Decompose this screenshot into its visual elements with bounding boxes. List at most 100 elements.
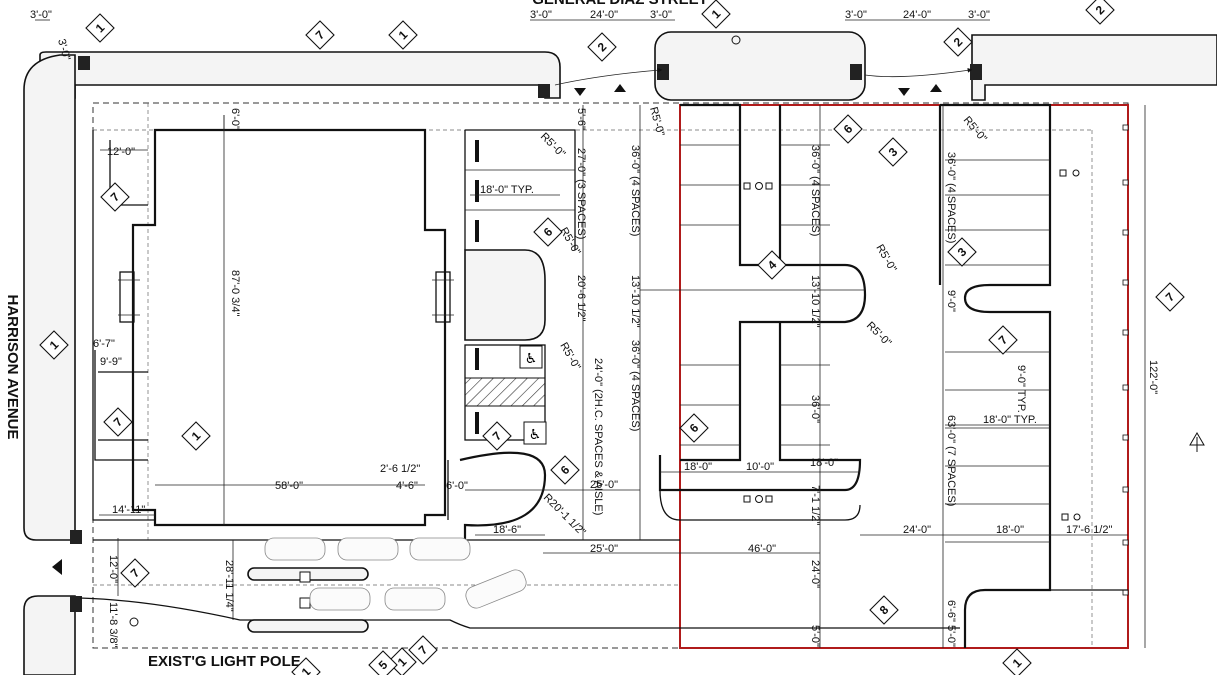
building-footprint [118, 115, 454, 527]
svg-text:3'-0": 3'-0" [968, 9, 990, 21]
svg-text:14'-11": 14'-11" [112, 504, 145, 516]
svg-text:9'-0" TYP.: 9'-0" TYP. [1015, 365, 1027, 413]
svg-text:R5'-0": R5'-0" [864, 320, 894, 350]
keynote-tag: 6 [533, 217, 563, 247]
svg-text:20'-6 1/2": 20'-6 1/2" [575, 275, 587, 321]
lot-boundary-red [679, 104, 1129, 649]
svg-text:36'-0": 36'-0" [809, 395, 821, 423]
svg-text:4'-6": 4'-6" [396, 480, 418, 492]
svg-text:87'-0 3/4": 87'-0 3/4" [229, 270, 241, 316]
keynote-tag: 8 [869, 595, 899, 625]
keynote-tag: 2 [1085, 0, 1115, 25]
svg-text:12'-0": 12'-0" [107, 555, 119, 583]
svg-text:5'-0": 5'-0" [809, 625, 821, 647]
keynote-tag: 4 [757, 250, 787, 280]
traffic-arrows [52, 84, 942, 575]
svg-text:9'-9": 9'-9" [100, 356, 122, 368]
svg-text:36'-0" (4 SPACES): 36'-0" (4 SPACES) [629, 340, 641, 431]
svg-text:36'-0" (4 SPACES): 36'-0" (4 SPACES) [809, 145, 821, 236]
accessible-parking-icon: ♿ [519, 345, 543, 369]
keynote-tag: 2 [943, 27, 973, 57]
street-label-general-diaz: GENERAL DIAZ STREET [532, 0, 708, 8]
north-sidewalk [39, 31, 1217, 101]
keynote-tag: 6 [550, 455, 580, 485]
svg-text:R5'-0": R5'-0" [538, 131, 568, 161]
keynote-tag: 7 [305, 20, 335, 50]
keynote-tag: 6 [679, 413, 709, 443]
svg-text:24'-0": 24'-0" [903, 9, 931, 21]
vehicle-outlines [264, 537, 527, 611]
svg-text:6'-0": 6'-0" [229, 108, 241, 130]
west-sidewalk [23, 54, 82, 675]
svg-text:♿: ♿ [525, 351, 538, 367]
svg-text:6'-7": 6'-7" [93, 338, 115, 350]
svg-text:9'-0": 9'-0" [945, 290, 957, 312]
svg-text:R5'-0": R5'-0" [557, 341, 582, 373]
svg-text:R5'-0": R5'-0" [647, 106, 666, 138]
keynote-tag: 3 [878, 137, 908, 167]
svg-text:17'-6 1/2": 17'-6 1/2" [1066, 524, 1112, 536]
svg-text:25'-0": 25'-0" [590, 543, 618, 555]
svg-text:7'-1 1/2": 7'-1 1/2" [809, 485, 821, 525]
svg-text:11'-8 3/8": 11'-8 3/8" [107, 602, 119, 648]
svg-text:R20'-1 1/2": R20'-1 1/2" [541, 492, 588, 539]
svg-text:24'-0": 24'-0" [809, 560, 821, 588]
svg-text:18'-6": 18'-6" [493, 524, 521, 536]
svg-text:13'-10 1/2": 13'-10 1/2" [629, 275, 641, 328]
keynote-tag: 1 [387, 647, 417, 675]
svg-text:36'-0" (4 SPACES): 36'-0" (4 SPACES) [945, 152, 957, 243]
svg-text:18'-0" TYP.: 18'-0" TYP. [983, 414, 1037, 426]
svg-text:46'-0": 46'-0" [748, 543, 776, 555]
keynote-tag: 6 [833, 114, 863, 144]
svg-text:18'-0": 18'-0" [996, 524, 1024, 536]
keynote-tag: 7 [120, 558, 150, 588]
keynote-tag: 7 [482, 421, 512, 451]
light-pole-icon [129, 617, 139, 627]
svg-text:♿: ♿ [529, 427, 542, 443]
svg-text:122'-0": 122'-0" [1147, 360, 1159, 394]
svg-text:3'-0": 3'-0" [55, 38, 72, 62]
light-pole-label: EXIST'G LIGHT POLE [148, 653, 301, 670]
svg-text:2'-6 1/2": 2'-6 1/2" [380, 463, 420, 475]
svg-text:R5'-0": R5'-0" [873, 243, 898, 275]
svg-text:27'-0" (3 SPACES): 27'-0" (3 SPACES) [575, 148, 587, 239]
svg-text:3'-0": 3'-0" [845, 9, 867, 21]
keynote-tag: 1 [388, 20, 418, 50]
keynote-tag: 7 [1155, 282, 1185, 312]
svg-text:25'-0": 25'-0" [590, 479, 618, 491]
svg-text:18'-0" TYP.: 18'-0" TYP. [480, 184, 534, 196]
svg-text:12'-0": 12'-0" [107, 146, 135, 158]
svg-text:5'-0": 5'-0" [945, 625, 957, 647]
keynote-tag: 1 [85, 13, 115, 43]
svg-text:58'-0": 58'-0" [275, 480, 303, 492]
keynote-tag: 3 [947, 237, 977, 267]
light-fixture-symbol [743, 182, 773, 503]
keynote-tag: 2 [587, 32, 617, 62]
svg-text:63'-0" (7 SPACES): 63'-0" (7 SPACES) [945, 415, 957, 506]
svg-text:6'-0": 6'-0" [446, 480, 468, 492]
svg-text:36'-0" (4 SPACES): 36'-0" (4 SPACES) [629, 145, 641, 236]
svg-text:3'-0": 3'-0" [530, 9, 552, 21]
keynote-tag: 1 [291, 657, 321, 675]
svg-text:24'-0": 24'-0" [590, 9, 618, 21]
svg-text:1: 1 [299, 664, 314, 675]
keynote-tag: 1 [39, 330, 69, 360]
keynote-tag: 1 [701, 0, 731, 29]
svg-text:13'-10 1/2": 13'-10 1/2" [809, 275, 821, 328]
keynote-tag: 1 [1002, 648, 1032, 675]
keynote-tag: 1 [181, 421, 211, 451]
keynote-tag: 7 [100, 182, 130, 212]
svg-text:18'-0": 18'-0" [684, 461, 712, 473]
keynote-tag: 7 [103, 407, 133, 437]
svg-text:24'-0": 24'-0" [903, 524, 931, 536]
svg-text:3'-0": 3'-0" [650, 9, 672, 21]
svg-text:3'-0": 3'-0" [30, 9, 52, 21]
north-arrow-icon [1189, 432, 1205, 452]
svg-text:18'-0": 18'-0" [810, 457, 838, 469]
dimension-annotations: 3'-0" 3'-0" 24'-0" 3'-0" 3'-0" 24'-0" 3'… [30, 9, 1159, 648]
accessible-parking-icon: ♿ [523, 421, 547, 445]
svg-text:24'-0" (2H.C. SPACES & AISLE): 24'-0" (2H.C. SPACES & AISLE) [592, 358, 604, 515]
svg-text:R5'-0": R5'-0" [961, 114, 989, 145]
